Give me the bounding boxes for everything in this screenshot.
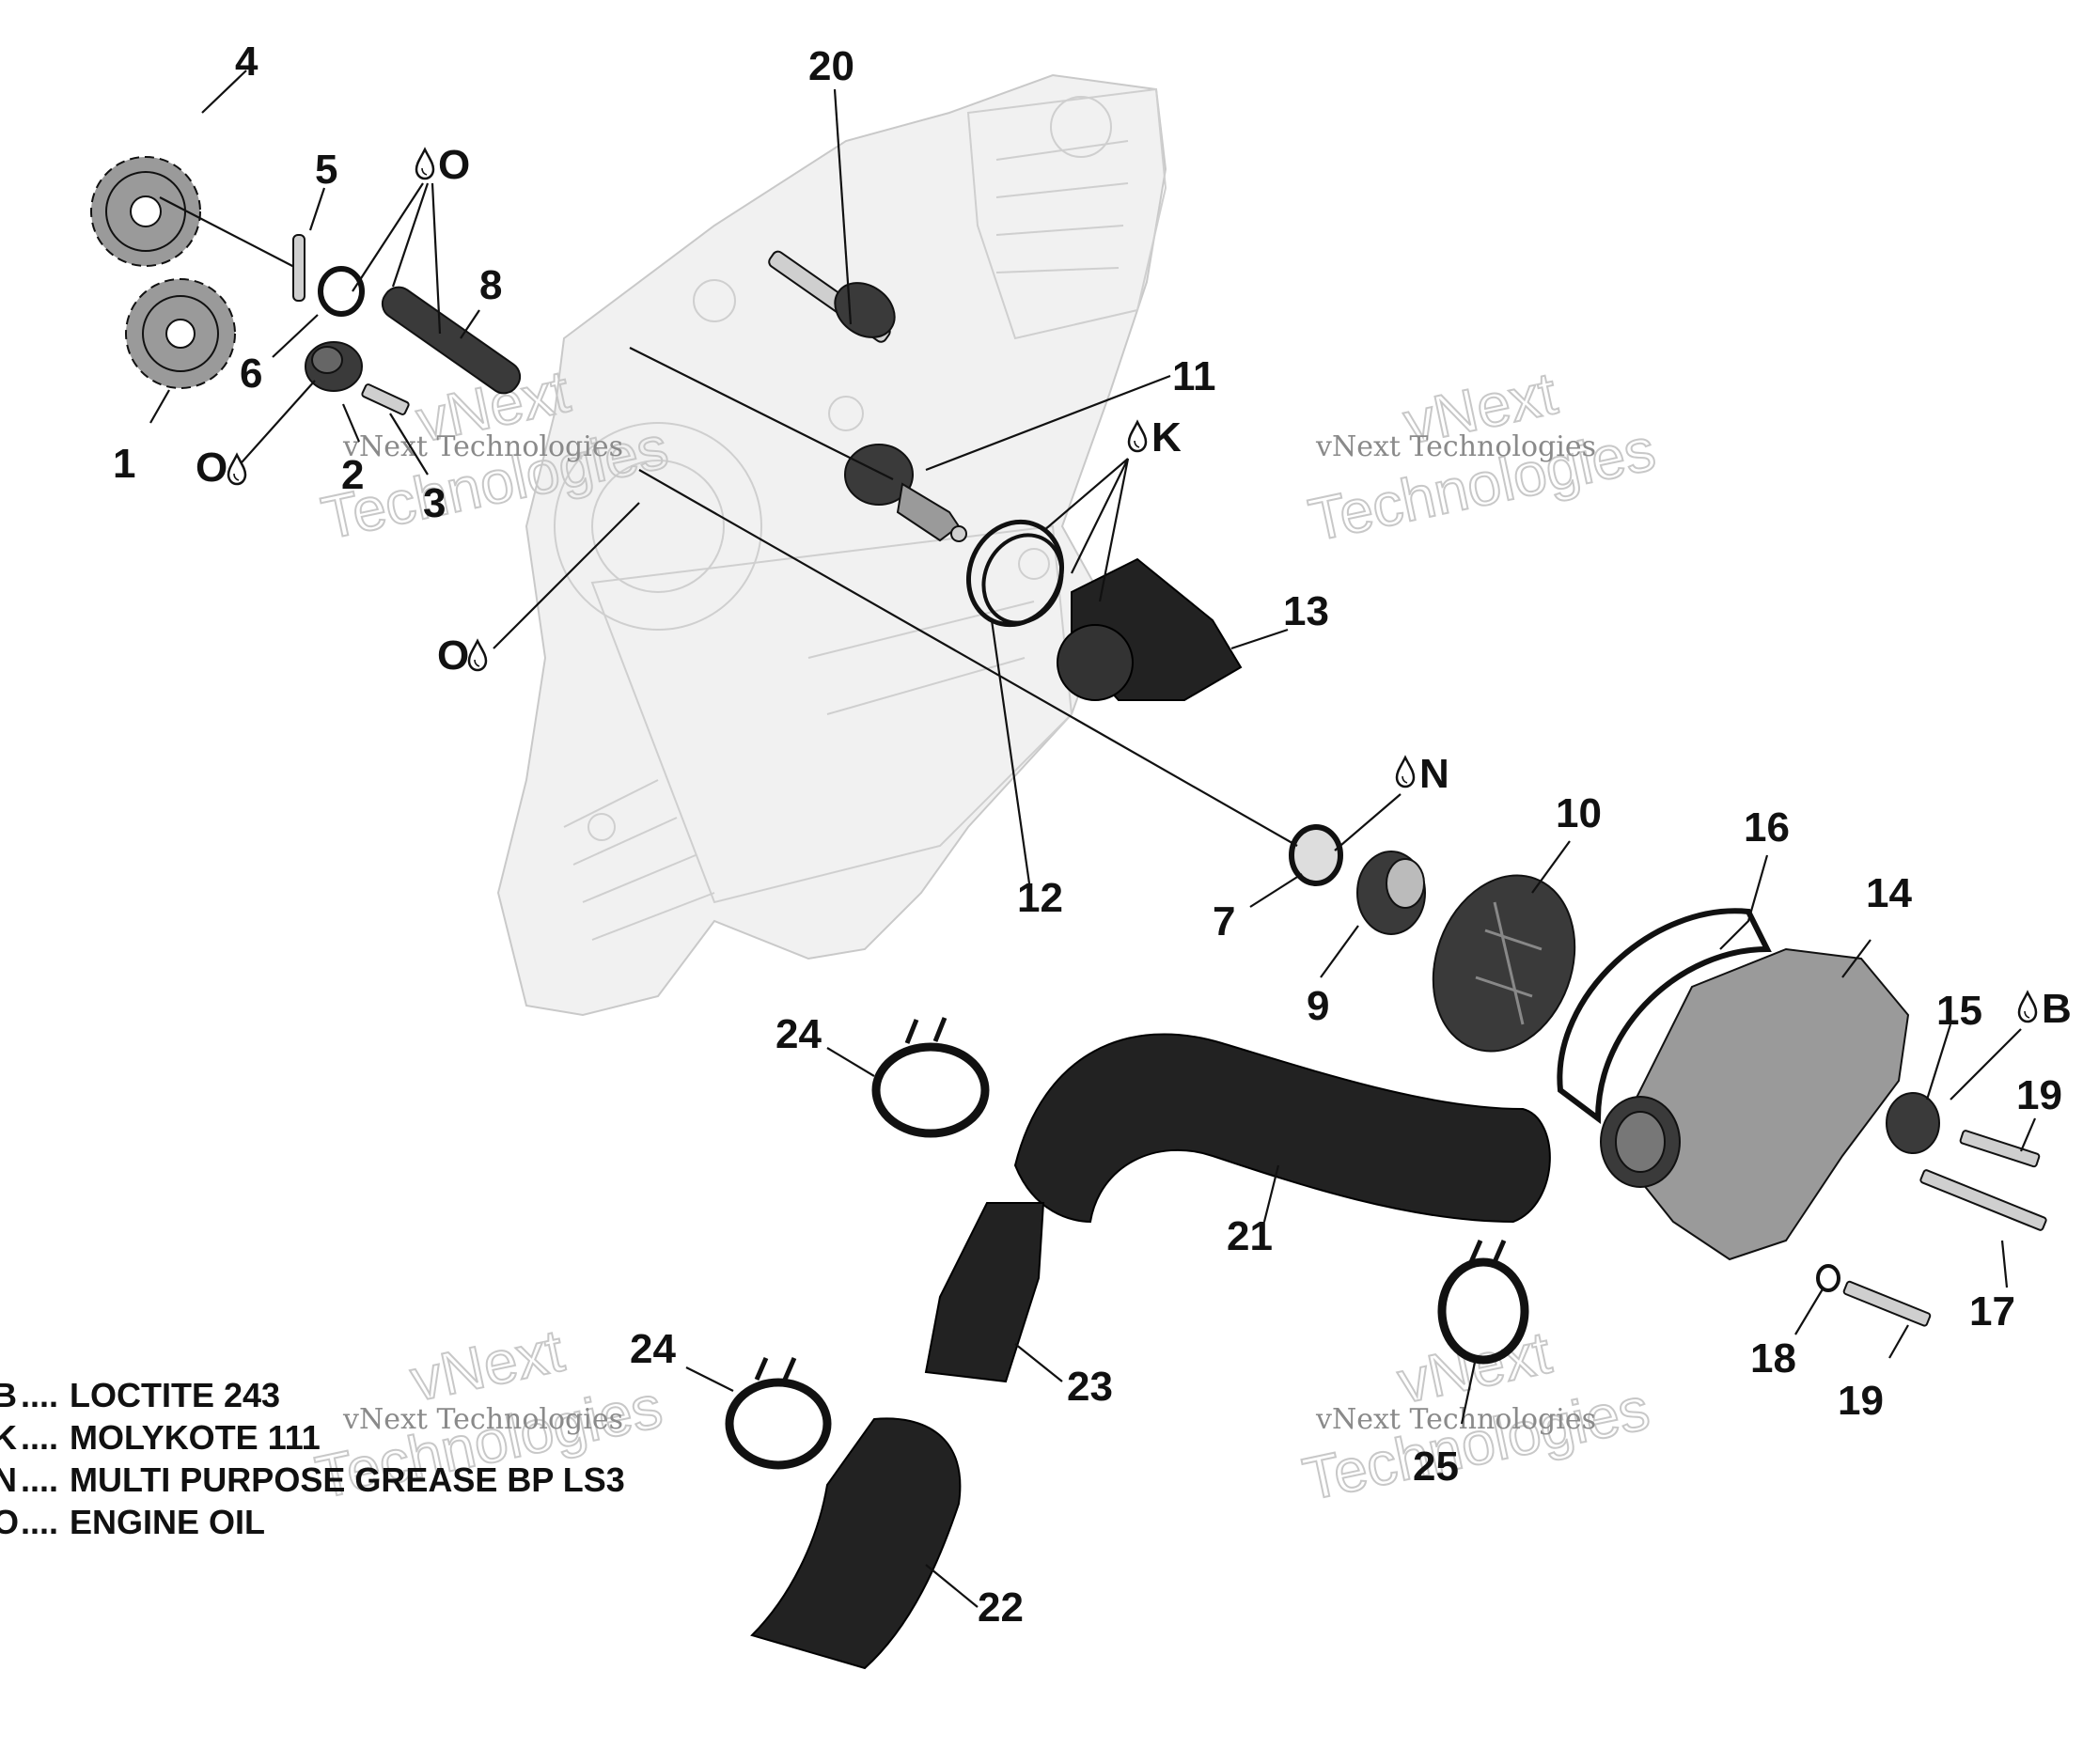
callout-17: 17 — [1969, 1288, 2015, 1335]
seal-rings-part — [965, 519, 1065, 628]
o-ring-part — [1816, 1264, 1840, 1292]
callout-12: 12 — [1017, 875, 1063, 921]
engine-housing-ghost — [496, 73, 1167, 1017]
callout-20: 20 — [808, 43, 854, 89]
callout-2: 2 — [341, 452, 364, 498]
pin-part — [292, 234, 305, 302]
bushing-part — [305, 341, 363, 392]
callout-10: 10 — [1556, 790, 1602, 836]
shaft-part — [381, 286, 522, 395]
lubricant-letter: O — [196, 445, 227, 491]
lubricant-mark-k: K — [1127, 414, 1182, 461]
callout-22: 22 — [978, 1584, 1024, 1631]
hose-clamp-part — [871, 1017, 990, 1138]
legend-row: O .... ENGINE OIL — [0, 1503, 265, 1541]
callout-1: 1 — [113, 441, 135, 487]
callout-6: 6 — [240, 351, 262, 397]
thermostat-part — [844, 444, 967, 542]
legend-row: B .... LOCTITE 243 — [0, 1376, 280, 1414]
callout-23: 23 — [1067, 1364, 1113, 1410]
legend-separator: .... — [21, 1376, 58, 1414]
callout-labels: 1 2 3 4 5 6 7 8 9 10 11 12 13 14 15 16 1… — [113, 39, 2062, 1631]
callout-13: 13 — [1283, 588, 1329, 634]
watermark-caption: vNext Technologies — [342, 1403, 623, 1436]
leader-lines — [149, 70, 2037, 1608]
hose-clamp-part — [725, 1357, 832, 1470]
grease-drop-icon — [1395, 756, 1416, 788]
legend-row: N .... MULTI PURPOSE GREASE BP LS3 — [0, 1460, 625, 1499]
lubricant-mark-o: O — [415, 142, 470, 188]
grease-drop-icon — [1127, 420, 1148, 453]
hose-clamp-part — [1437, 1240, 1529, 1365]
legend-text: MULTI PURPOSE GREASE BP LS3 — [70, 1460, 625, 1499]
bolt-part — [1842, 1280, 1932, 1327]
callout-9: 9 — [1307, 983, 1329, 1029]
callout-24: 24 — [775, 1011, 822, 1057]
callout-16: 16 — [1744, 804, 1790, 851]
callout-3: 3 — [423, 480, 446, 526]
legend-row: K .... MOLYKOTE 111 — [0, 1418, 321, 1457]
legend-text: ENGINE OIL — [70, 1503, 265, 1541]
callout-11: 11 — [1172, 353, 1216, 399]
lubricant-letter: K — [1151, 414, 1182, 461]
callout-19: 19 — [1838, 1378, 1884, 1424]
shaft-seal-part — [1356, 851, 1426, 935]
gasket-part — [1557, 908, 1772, 1124]
legend-separator: .... — [21, 1418, 58, 1457]
water-pump-housing-part — [1600, 947, 1910, 1261]
lubricant-mark-o: O — [196, 445, 247, 491]
legend-text: MOLYKOTE 111 — [70, 1418, 321, 1457]
hose-connector-part — [924, 1202, 1045, 1383]
legend-text: LOCTITE 243 — [70, 1376, 280, 1414]
screw-part — [361, 383, 410, 415]
callout-21: 21 — [1227, 1213, 1273, 1259]
lubricant-legend: B .... LOCTITE 243 K .... MOLYKOTE 111 N… — [0, 1376, 625, 1541]
bolt-part — [1919, 1169, 2047, 1231]
callout-7: 7 — [1213, 898, 1235, 944]
lubricant-letter: O — [437, 632, 469, 679]
gear-part — [125, 278, 236, 389]
lubricant-letter: N — [1419, 751, 1449, 797]
legend-separator: .... — [21, 1460, 58, 1499]
oil-drop-icon — [227, 453, 247, 486]
impeller-part — [1432, 874, 1576, 1053]
callout-15: 15 — [1936, 988, 1982, 1034]
legend-code: B — [0, 1376, 17, 1414]
callout-4: 4 — [235, 39, 258, 85]
lubricant-mark-o: O — [437, 632, 488, 679]
callout-24: 24 — [630, 1326, 676, 1372]
lubricant-mark-b: B — [2017, 986, 2072, 1032]
gear-part — [90, 156, 201, 267]
legend-code: O — [0, 1503, 19, 1541]
lubricant-letter: B — [2042, 986, 2072, 1032]
legend-code: N — [0, 1460, 17, 1499]
legend-code: K — [0, 1418, 17, 1457]
watermark-caption: vNext Technologies — [1315, 430, 1596, 463]
callout-25: 25 — [1413, 1444, 1459, 1490]
oil-drop-icon — [415, 148, 435, 180]
coolant-elbow-part — [1057, 557, 1243, 701]
watermark-caption: vNext Technologies — [342, 430, 623, 463]
legend-separator: .... — [21, 1503, 58, 1541]
washer-part — [1886, 1092, 1940, 1154]
callout-18: 18 — [1750, 1335, 1796, 1382]
callout-14: 14 — [1866, 870, 1912, 916]
lubricant-letter: O — [438, 142, 470, 188]
callout-8: 8 — [479, 262, 502, 308]
threadlocker-drop-icon — [2017, 991, 2038, 1023]
watermark-caption: vNext Technologies — [1315, 1403, 1596, 1436]
lubricant-marks: O O O K N B — [196, 142, 2072, 1032]
oil-drop-icon — [467, 639, 488, 672]
callout-19: 19 — [2016, 1072, 2062, 1118]
o-ring-part — [318, 266, 365, 317]
lower-hose-part — [750, 1417, 962, 1670]
callout-5: 5 — [315, 147, 337, 193]
lubricant-mark-n: N — [1395, 751, 1449, 797]
coolant-hose-part — [1013, 1033, 1551, 1224]
seal-ring-part — [1289, 824, 1343, 886]
bolt-part — [1959, 1130, 2041, 1168]
